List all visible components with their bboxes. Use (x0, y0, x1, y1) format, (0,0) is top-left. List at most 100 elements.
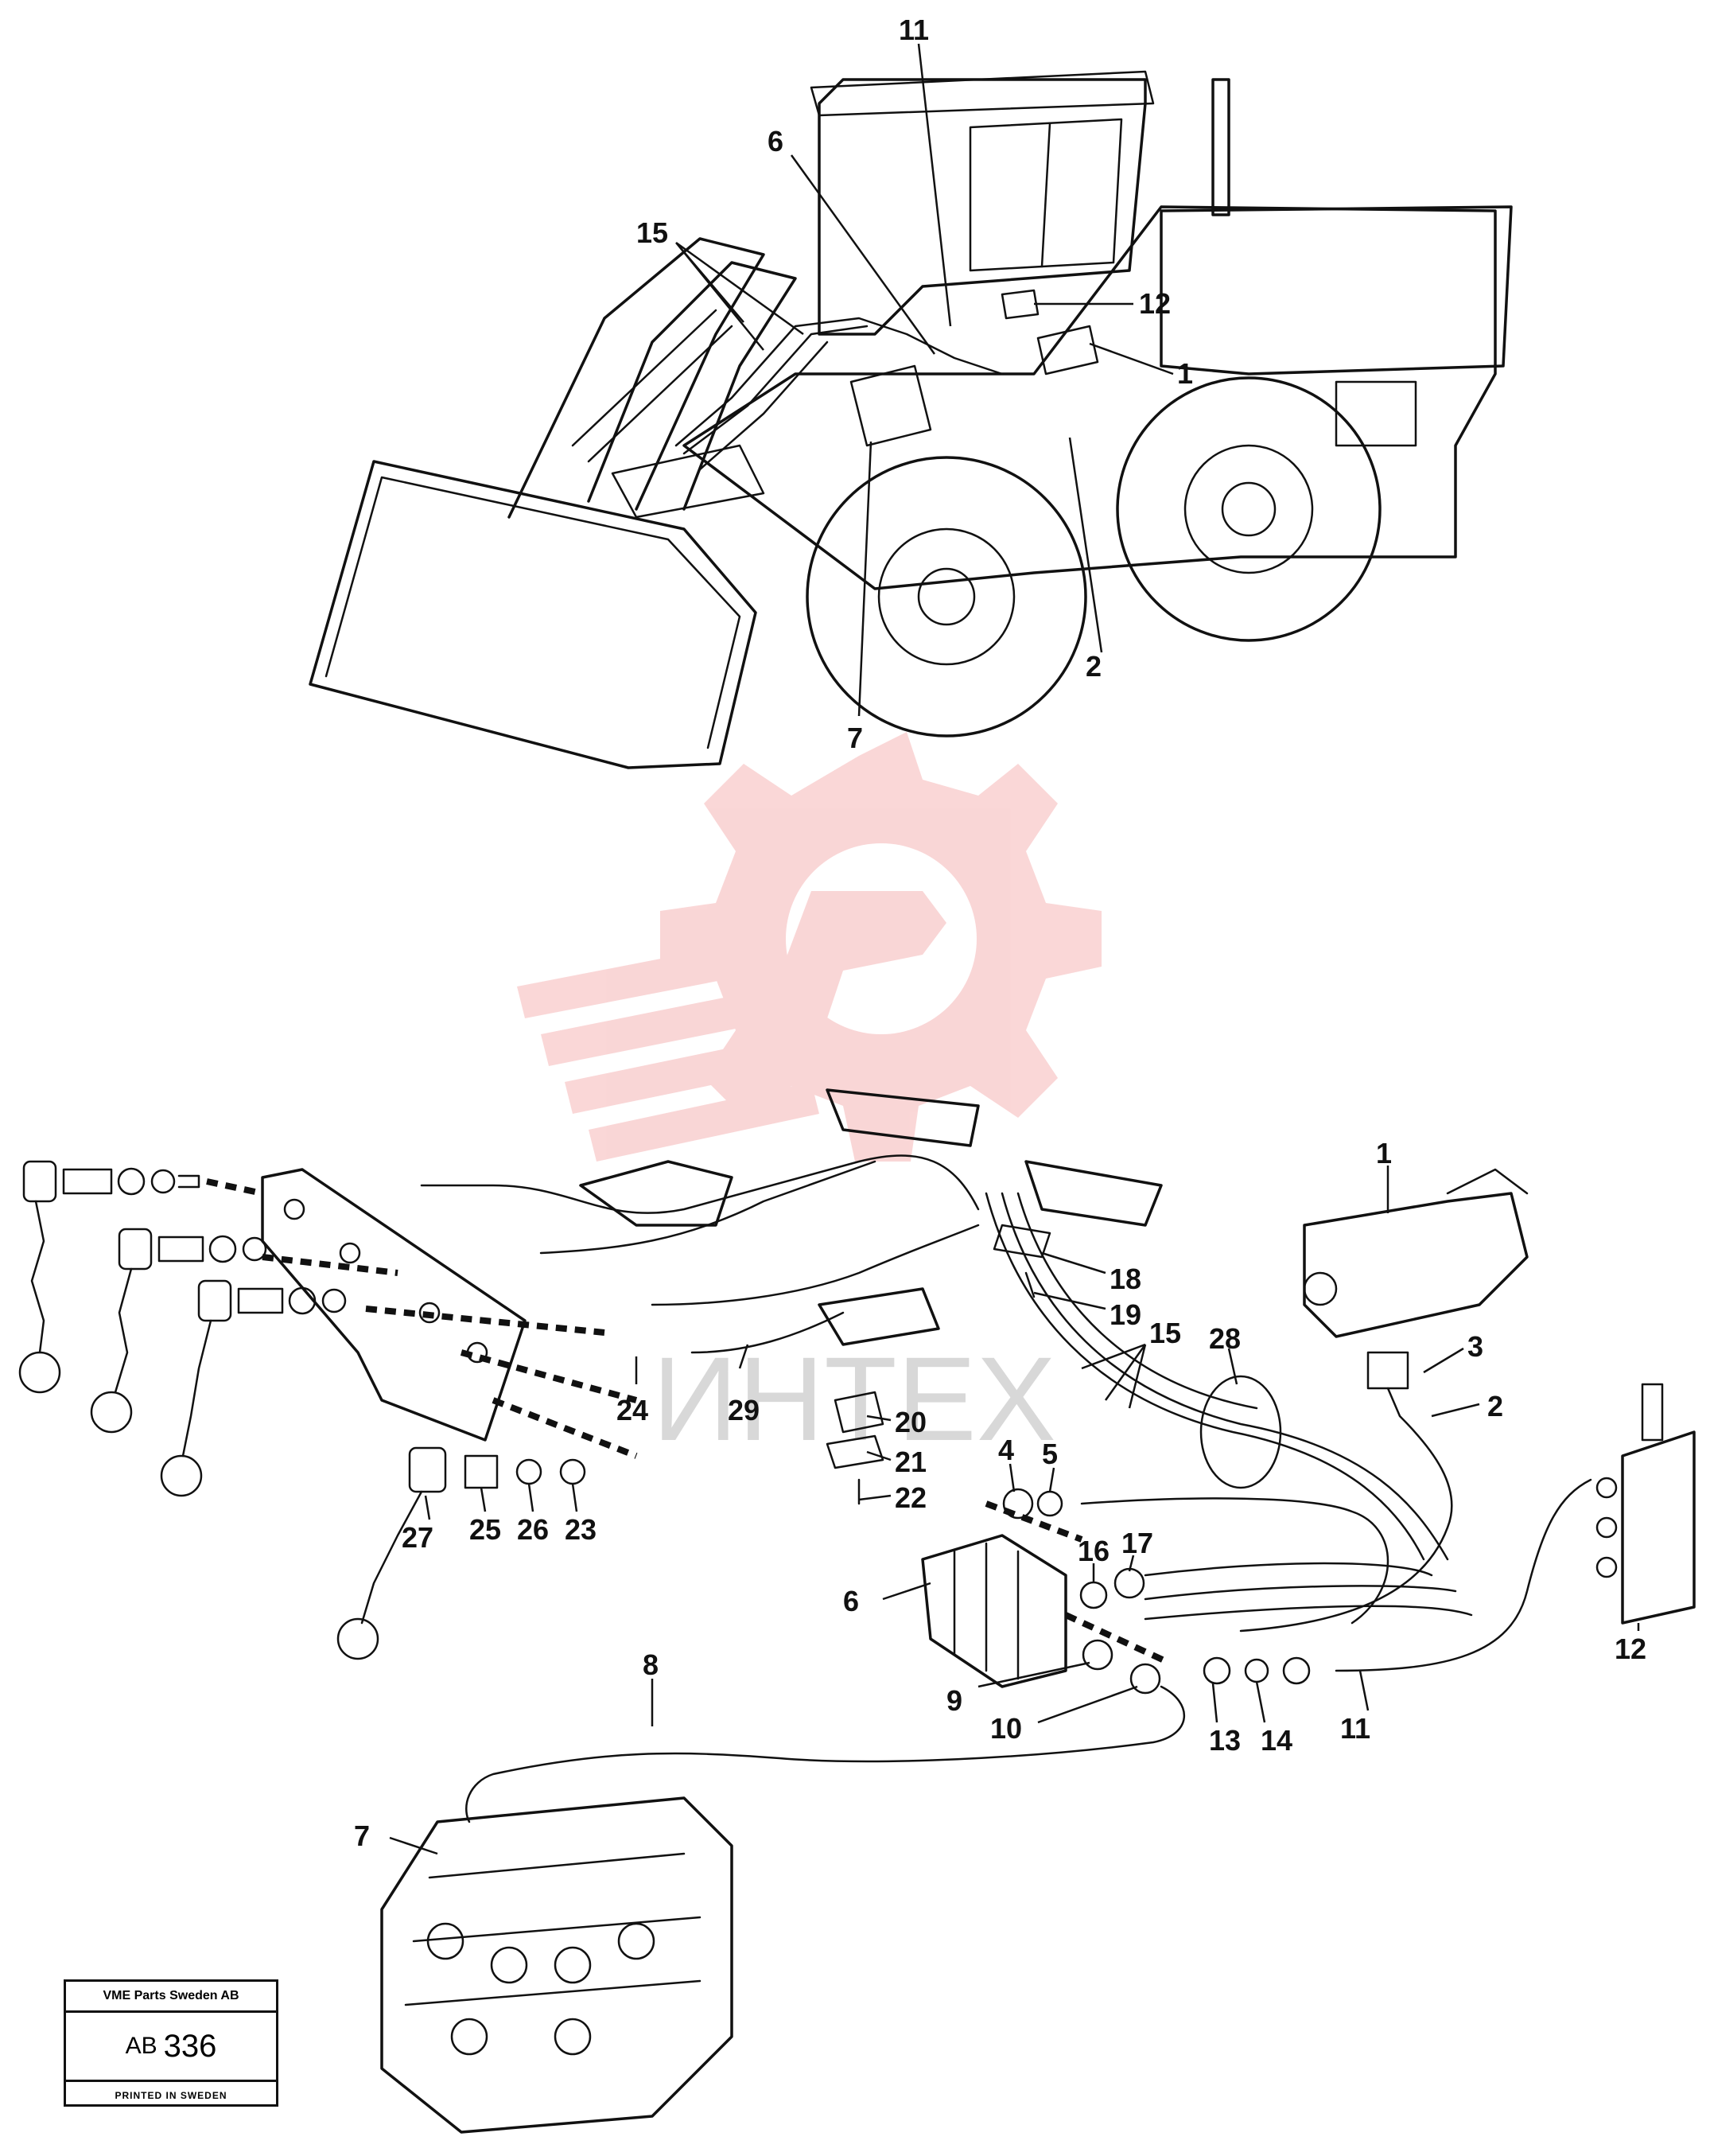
loader-hood-grille (1335, 380, 1417, 447)
clamp-plate-21 (826, 1434, 884, 1469)
hose-clamp-bracket-2 (826, 1088, 980, 1147)
callout-13: 13 (1209, 1724, 1241, 1757)
dust-cap-ring-3 (160, 1454, 203, 1497)
bottom-leader-lines (389, 1166, 1640, 1855)
nut-23 (559, 1458, 586, 1485)
loader-front-wheel (806, 456, 1087, 737)
callout-9: 9 (946, 1684, 962, 1717)
loader-engine-hood (1160, 205, 1513, 376)
loader-rear-wheel-rim (1183, 444, 1314, 574)
loader-cab-door (1040, 122, 1051, 268)
hose-bundle-15 (985, 1192, 1449, 1561)
title-block-company: VME Parts Sweden AB (66, 1982, 276, 2013)
callout-26: 26 (517, 1513, 549, 1546)
quick-coupler-row-2 (118, 1228, 267, 1271)
hose-clamp-bracket-4 (818, 1287, 940, 1346)
callout-11: 11 (1340, 1712, 1370, 1745)
callout-21: 21 (895, 1446, 927, 1478)
callout-15: 15 (1149, 1317, 1181, 1349)
callout-18: 18 (1110, 1263, 1141, 1295)
loader-cab-window (969, 118, 1123, 272)
callout-5: 5 (1042, 1438, 1058, 1470)
hose-clamp-bracket-1 (579, 1160, 733, 1227)
loader-cab-roof (810, 70, 1155, 117)
loader-lift-arm-2 (587, 261, 797, 511)
dust-cap-27 (408, 1446, 447, 1493)
hydraulic-block-12 (1621, 1430, 1696, 1625)
callout-top-6: 6 (768, 125, 783, 158)
hose-a (420, 1154, 980, 1214)
main-control-valve-7 (380, 1796, 733, 2134)
callout-27: 27 (402, 1521, 433, 1554)
washer-5 (1036, 1490, 1063, 1517)
hose-11 (1335, 1478, 1592, 1672)
watermark-gear-logo (517, 732, 1102, 1162)
callout-2: 2 (1487, 1390, 1503, 1422)
callout-10: 10 (990, 1712, 1022, 1745)
callout-7: 7 (354, 1819, 370, 1852)
valve-hoses (1144, 1562, 1473, 1621)
callout-top-2: 2 (1086, 650, 1102, 683)
callout-top-15: 15 (636, 216, 668, 249)
callout-8: 8 (643, 1648, 659, 1681)
assembly-axis-3 (365, 1306, 605, 1336)
loader-lift-arm (507, 237, 765, 519)
dust-cap-chain-1 (30, 1200, 45, 1354)
callout-28: 28 (1209, 1322, 1241, 1355)
assembly-axis-6 (985, 1500, 1083, 1543)
screw-19 (1024, 1271, 1036, 1298)
fitting-16 (1079, 1581, 1108, 1609)
callout-4: 4 (998, 1434, 1014, 1466)
title-block-code-number: 336 (163, 2028, 217, 2064)
clamp-half-20 (834, 1391, 884, 1434)
loader-bucket (309, 460, 757, 769)
loader-front-wheel-hub (917, 567, 976, 626)
title-block-printed: PRINTED IN SWEDEN (66, 2080, 276, 2109)
loader-mount-plate (611, 444, 765, 519)
coupler-mounting-plate (261, 1168, 527, 1442)
assembly-axis-4 (460, 1349, 638, 1403)
pump-flange-3 (1366, 1351, 1409, 1390)
wheel-loader-illustration (309, 70, 1513, 769)
dust-cap-chain-3 (181, 1319, 212, 1457)
fitting-10 (1129, 1663, 1161, 1695)
loader-frame (682, 205, 1497, 590)
assembly-axis-1 (206, 1178, 263, 1197)
callout-3: 3 (1467, 1330, 1483, 1363)
loader-control-valve (849, 364, 932, 447)
dust-cap-chain-2 (114, 1267, 133, 1394)
callout-12: 12 (1615, 1633, 1646, 1665)
dust-cap-ring-1 (18, 1351, 61, 1394)
dust-cap-ring-2 (90, 1391, 133, 1434)
callout-top-11: 11 (899, 14, 929, 46)
loader-rear-wheel (1116, 376, 1382, 642)
fitting-13 (1203, 1656, 1231, 1685)
washer-26 (515, 1458, 542, 1485)
hose-d (690, 1311, 845, 1354)
auxiliary-valve-6 (921, 1534, 1067, 1688)
fitting-4 (1002, 1488, 1034, 1520)
callout-24: 24 (616, 1394, 648, 1426)
callout-19: 19 (1110, 1298, 1141, 1331)
return-hose (1080, 1497, 1389, 1625)
callout-top-12: 12 (1139, 287, 1171, 320)
hose-b (539, 1160, 876, 1255)
callout-top-1: 1 (1177, 357, 1193, 390)
loader-cab (818, 78, 1147, 336)
callout-23: 23 (565, 1513, 597, 1546)
hydraulic-pump-1 (1303, 1192, 1529, 1338)
fitting-9 (1082, 1639, 1113, 1671)
washer-14 (1244, 1658, 1269, 1683)
callout-14: 14 (1261, 1724, 1292, 1757)
watermark-gear-shape (660, 732, 1102, 1162)
title-block-code: AB 336 (66, 2013, 276, 2080)
callout-17: 17 (1121, 1527, 1153, 1559)
watermark-stripes (517, 939, 819, 1162)
loader-bracket (1001, 289, 1040, 320)
loader-exhaust-pipe (1211, 78, 1230, 216)
hose-strap-28 (1199, 1375, 1282, 1489)
coupler-25 (464, 1454, 499, 1489)
hose-8 (465, 1685, 1185, 1823)
pressure-hose-2 (1239, 1387, 1453, 1633)
